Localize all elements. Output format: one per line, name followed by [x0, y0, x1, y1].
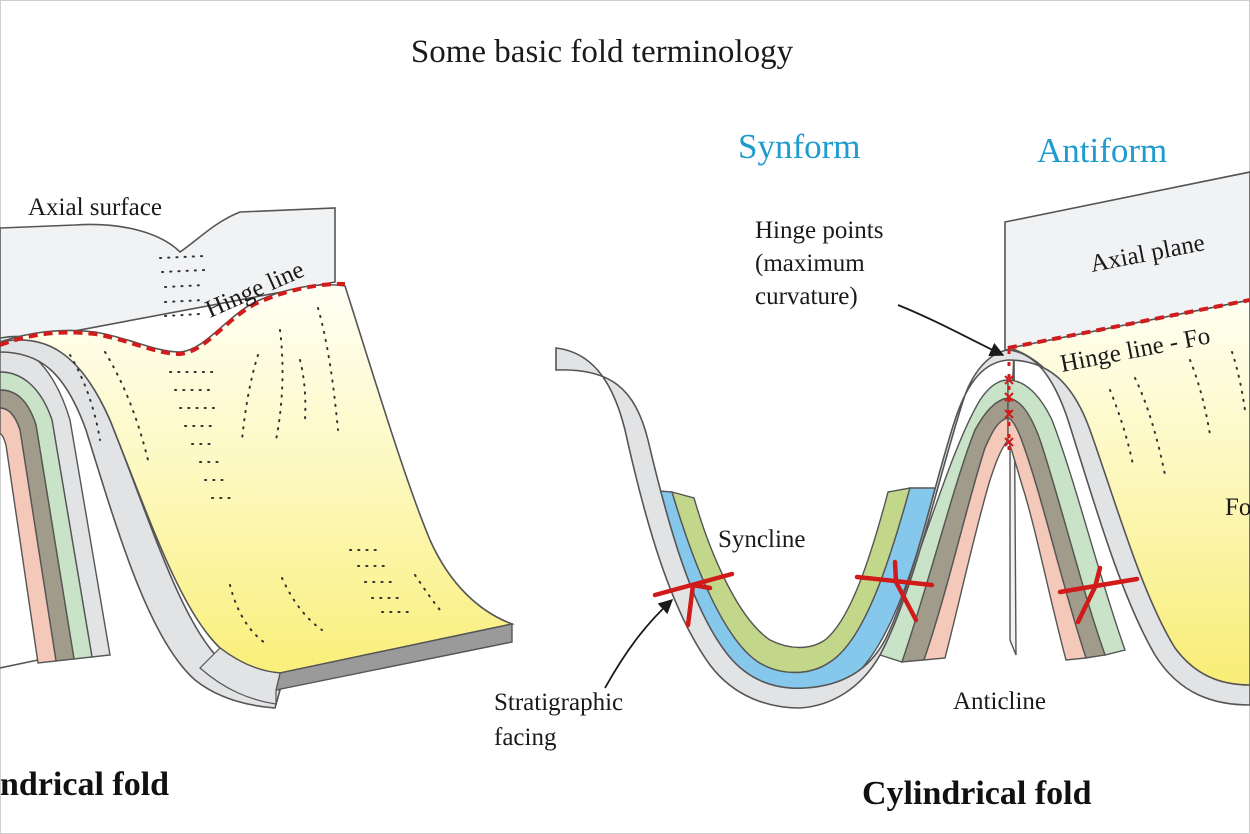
axial-dots-3 — [164, 284, 206, 288]
right-hinge-line — [1007, 298, 1250, 350]
hinge-points-line-3: curvature) — [755, 283, 858, 310]
facing-symbol-anticline — [1057, 565, 1140, 625]
fold-front-edge-light — [199, 647, 281, 705]
surface-dots-15 — [229, 584, 269, 646]
antiform-layer-pink-right — [1007, 417, 1087, 661]
facing-symbol-syncline-left — [652, 571, 735, 628]
layer-pink — [0, 407, 57, 664]
fold-upper-surface — [0, 283, 515, 674]
hinge-points-line-2: (maximum — [755, 250, 865, 277]
stratigraphic-facing-line-2: facing — [494, 724, 557, 751]
left-fold-block: Axial surface Hinge line ndrical fold — [0, 194, 515, 803]
antiform-label: Antiform — [1037, 131, 1167, 170]
surface-dots-2 — [104, 351, 149, 461]
antiform-dots-3 — [1189, 359, 1211, 436]
fold-partial-label: Fo — [1225, 494, 1250, 521]
surface-dots-1 — [69, 354, 101, 441]
left-hinge-line — [0, 281, 346, 357]
anticline-label: Anticline — [953, 688, 1046, 715]
stratigraphic-facing-line-1: Stratigraphic — [494, 689, 623, 716]
left-base-edge — [0, 659, 39, 669]
right-fold-block: Synform Antiform Hinge points (maximum c… — [494, 127, 1250, 812]
stratigraphic-facing-label: Stratigraphic facing — [494, 689, 629, 751]
diagram-title: Some basic fold terminology — [411, 34, 794, 70]
syncline-label: Syncline — [718, 526, 806, 553]
axial-dots-1 — [159, 255, 206, 259]
axial-surface-sheet — [0, 207, 336, 346]
synform-label: Synform — [738, 127, 861, 166]
hinge-point-crosses — [1004, 375, 1014, 447]
surface-dots-13 — [317, 307, 339, 431]
antiform-dots-2 — [1134, 377, 1166, 476]
axial-surface-label: Axial surface — [28, 194, 162, 221]
surface-dots-16 — [281, 577, 323, 631]
hinge-points-label: Hinge points (maximum curvature) — [755, 217, 890, 310]
left-caption: ndrical fold — [0, 766, 169, 803]
surface-dots-11 — [241, 354, 259, 441]
hinge-points-arrow — [897, 304, 1005, 357]
axial-dots-4 — [164, 299, 206, 303]
axial-plane-sheet — [1004, 171, 1250, 351]
facing-symbol-syncline-right — [854, 559, 935, 623]
right-caption: Cylindrical fold — [862, 775, 1092, 812]
cylindrical-grey-bed — [555, 347, 1250, 709]
hinge-points-line-1: Hinge points — [755, 217, 883, 244]
stratigraphic-facing-arrow — [604, 599, 674, 689]
antiform-dots-1 — [1109, 389, 1134, 466]
axial-dots-5 — [164, 313, 201, 317]
surface-dots-12 — [275, 329, 284, 441]
